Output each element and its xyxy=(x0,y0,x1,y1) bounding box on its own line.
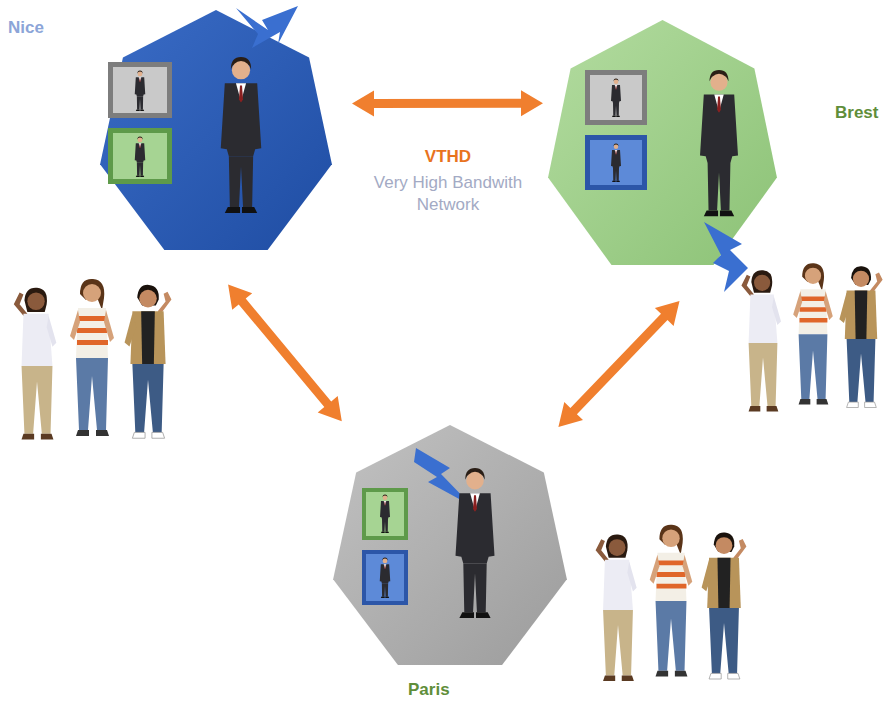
video-tile xyxy=(585,135,647,190)
audience-group xyxy=(741,263,882,411)
network-name: VTHD xyxy=(368,146,528,168)
video-tile xyxy=(585,70,647,125)
site-name: Nice xyxy=(8,18,44,38)
site-name: Brest xyxy=(835,103,878,123)
network-link-arrow xyxy=(228,285,342,422)
audience-group xyxy=(14,279,172,440)
video-tile xyxy=(108,62,172,118)
video-tile xyxy=(108,128,172,184)
network-link-arrow xyxy=(352,90,543,116)
audience-group xyxy=(596,525,747,681)
label-holder: Very High Bandwith Network xyxy=(368,172,528,216)
heptagon-shape xyxy=(330,425,570,665)
site-heptagon: Brest xyxy=(545,20,780,265)
site-name: Paris xyxy=(408,680,450,700)
site-heptagon: Paris xyxy=(330,425,570,665)
network-link-arrow xyxy=(558,301,679,427)
video-tile xyxy=(362,550,408,605)
label-holder: VTHD xyxy=(368,146,528,168)
heptagon-shape xyxy=(545,20,780,265)
video-tile xyxy=(362,488,408,540)
network-description: Very High Bandwith Network xyxy=(368,172,528,216)
